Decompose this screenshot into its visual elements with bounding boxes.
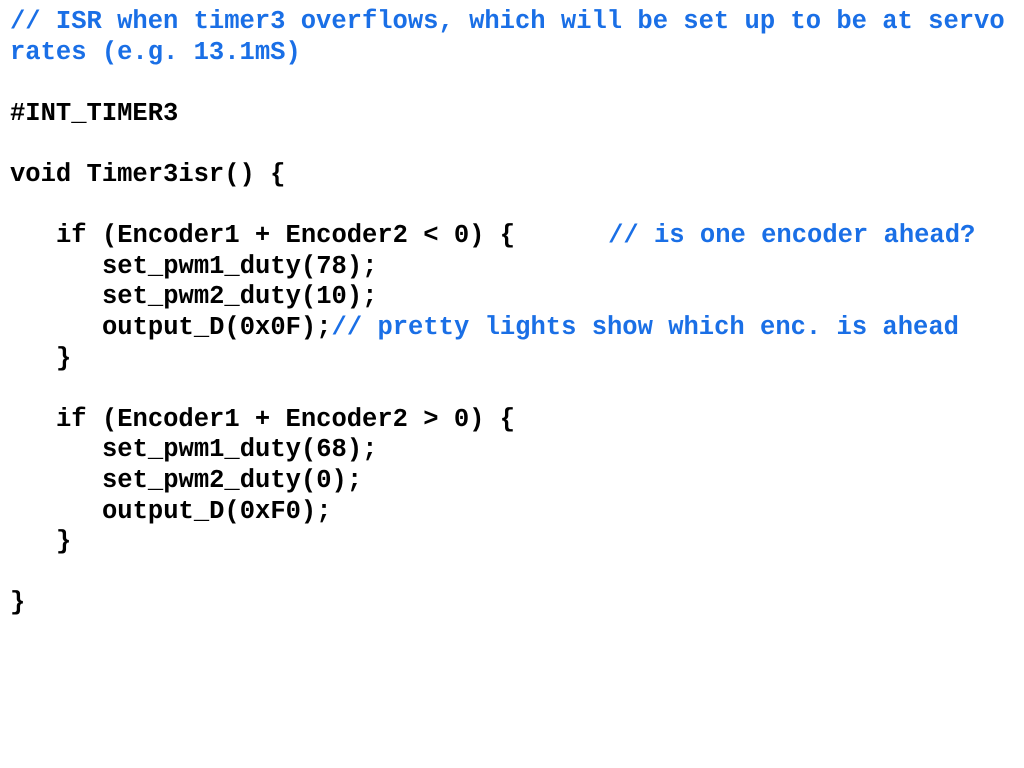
if-block-1-comment: // is one encoder ahead?: [608, 221, 976, 251]
if-block-2-statement-3: output_D(0xF0);: [102, 496, 332, 526]
interrupt-directive: #INT_TIMER3: [10, 98, 179, 128]
blank-line: [10, 374, 1024, 405]
if-block-2-statement-2: set_pwm2_duty(0);: [102, 465, 363, 495]
if-block-1-condition-line: if (Encoder1 + Encoder2 < 0) { // is one …: [10, 221, 1024, 252]
if-block-1-statement-3: output_D(0x0F);: [102, 312, 332, 342]
if-block-1-close: }: [56, 343, 72, 373]
blank-line: [10, 558, 1024, 589]
if-block-2-statement-1: set_pwm1_duty(68);: [102, 435, 378, 465]
if-block-1-statement-3-line: output_D(0x0F);// pretty lights show whi…: [10, 313, 1024, 344]
if-block-1-statement-3-comment: // pretty lights show which enc. is ahea…: [331, 312, 959, 342]
if-block-2-close: }: [56, 527, 72, 557]
blank-line: [10, 129, 1024, 160]
if-block-1-statement-1: set_pwm1_duty(78);: [102, 251, 378, 281]
function-close: }: [10, 588, 26, 618]
header-comment-line-1: // ISR when timer3 overflows, which will…: [10, 7, 1005, 36]
blank-line: [10, 191, 1024, 222]
if-block-1-condition: if (Encoder1 + Encoder2 < 0) {: [56, 221, 516, 251]
if-block-1-statement-2: set_pwm2_duty(10);: [102, 282, 378, 312]
function-signature: void Timer3isr() {: [10, 159, 286, 189]
header-comment-line-2: rates (e.g. 13.1mS): [10, 37, 301, 67]
blank-line: [10, 68, 1024, 99]
if-block-2-condition: if (Encoder1 + Encoder2 > 0) {: [56, 404, 516, 434]
